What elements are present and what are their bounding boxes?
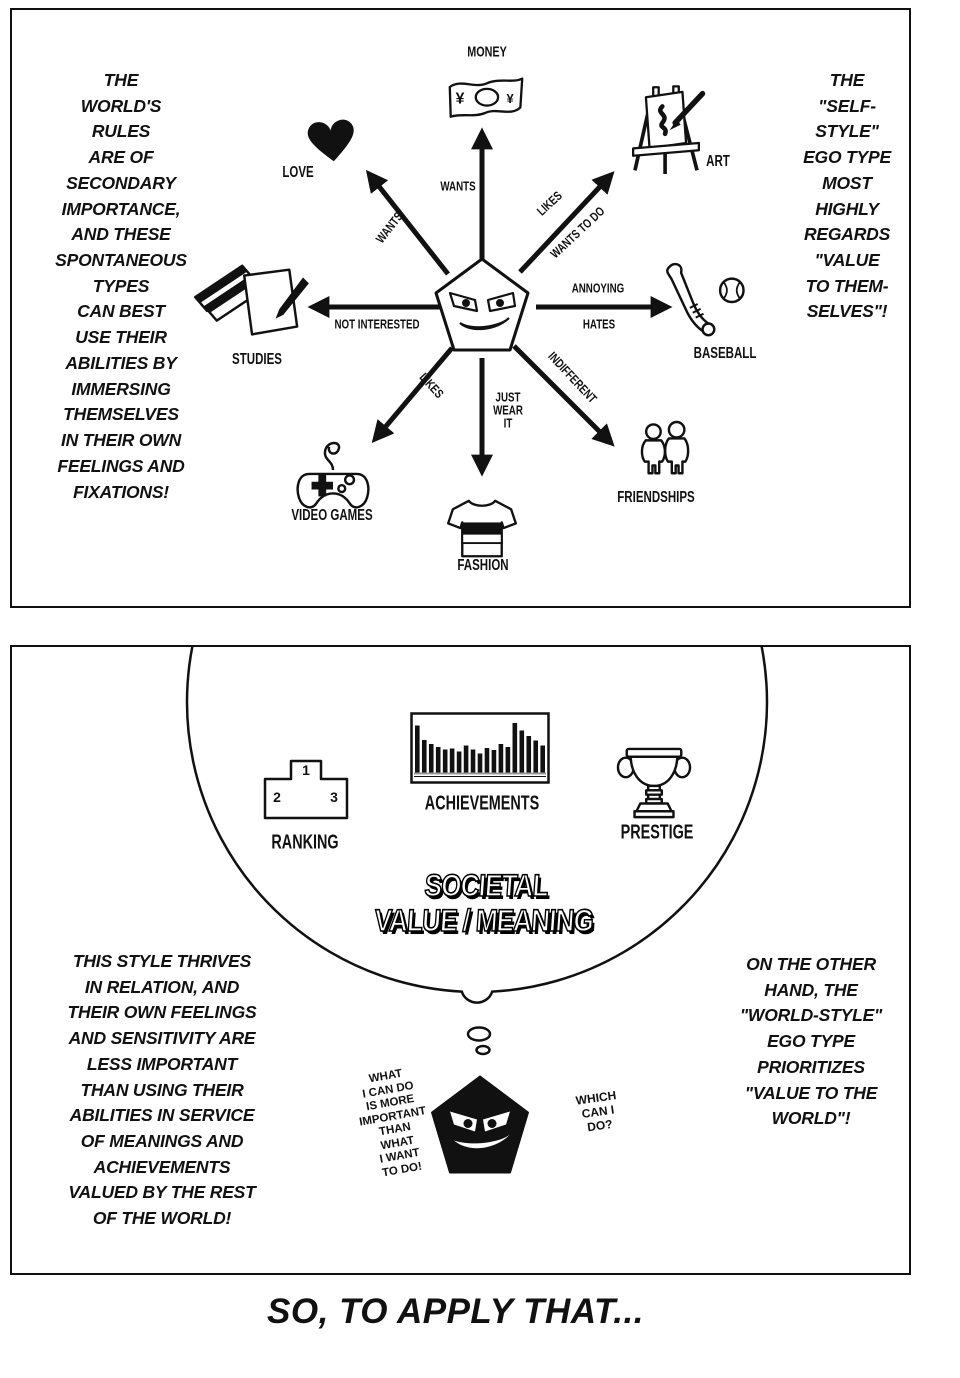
ranking-podium-icon: 1 2 3 bbox=[263, 759, 349, 820]
art-easel-icon bbox=[631, 85, 706, 174]
svg-text:2: 2 bbox=[273, 789, 281, 805]
baseball-label: BASEBALL bbox=[693, 345, 757, 362]
page-caption: SO, TO APPLY THAT... bbox=[267, 1292, 644, 1331]
arrow-label-notinterested-left: NOT INTERESTED bbox=[334, 317, 420, 332]
friends-icon bbox=[640, 420, 690, 475]
svg-text:3: 3 bbox=[330, 789, 338, 805]
fashion-label: FASHION bbox=[457, 557, 509, 574]
arrow-label-annoying-right: ANNOYING bbox=[571, 281, 625, 296]
svg-text:¥: ¥ bbox=[456, 91, 465, 108]
panel-self-style: THE WORLD'S RULES ARE OF SECONDARY IMPOR… bbox=[10, 8, 911, 608]
money-icon: ¥ ¥ bbox=[448, 77, 524, 118]
studies-books-icon bbox=[193, 264, 309, 336]
arrow-label-hates-right: HATES bbox=[582, 317, 616, 332]
narration-right: THE "SELF- STYLE" EGO TYPE MOST HIGHLY R… bbox=[803, 70, 891, 322]
thought-text-left: WHAT I CAN DO IS MORE IMPORTANT THAN WHA… bbox=[358, 1067, 427, 1180]
world-pentagon-face bbox=[431, 1075, 529, 1174]
art-label: ART bbox=[706, 153, 730, 170]
panel-world-style: 1 2 3 RANKING ACHIEVEMENTS bbox=[10, 645, 911, 1275]
friendships-label: FRIENDSHIPS bbox=[617, 489, 695, 506]
studies-label: STUDIES bbox=[232, 351, 282, 368]
baseball-icon bbox=[666, 262, 745, 337]
tshirt-icon bbox=[447, 499, 517, 558]
svg-text:1: 1 bbox=[302, 762, 310, 778]
thought-bubble bbox=[185, 647, 769, 1056]
svg-text:¥: ¥ bbox=[507, 91, 515, 106]
achievements-label: ACHIEVEMENTS bbox=[424, 792, 540, 815]
self-pentagon-face bbox=[434, 257, 530, 352]
achievements-chart-icon bbox=[410, 712, 550, 784]
money-label: MONEY bbox=[467, 43, 507, 61]
love-label: LOVE bbox=[282, 164, 314, 181]
arrow-label-wants-up: WANTS bbox=[440, 179, 476, 194]
game-controller-icon bbox=[296, 441, 370, 509]
video-games-label: VIDEO GAMES bbox=[291, 507, 373, 524]
narration-bottom-right: ON THE OTHER HAND, THE "WORLD-STYLE" EGO… bbox=[739, 954, 883, 1129]
arrow-label-justwearit-down: JUST WEAR IT bbox=[493, 390, 523, 431]
societal-value-title: SOCIETAL VALUE / MEANING bbox=[373, 867, 595, 938]
narration-bottom-left: THIS STYLE THRIVES IN RELATION, AND THEI… bbox=[67, 951, 257, 1229]
heart-icon bbox=[307, 119, 354, 162]
spoke-arrows-graphic bbox=[307, 127, 673, 477]
prestige-label: PRESTIGE bbox=[620, 821, 694, 844]
prestige-trophy-icon bbox=[616, 747, 692, 819]
narration-left: THE WORLD'S RULES ARE OF SECONDARY IMPOR… bbox=[55, 70, 187, 502]
ranking-label: RANKING bbox=[271, 831, 339, 854]
